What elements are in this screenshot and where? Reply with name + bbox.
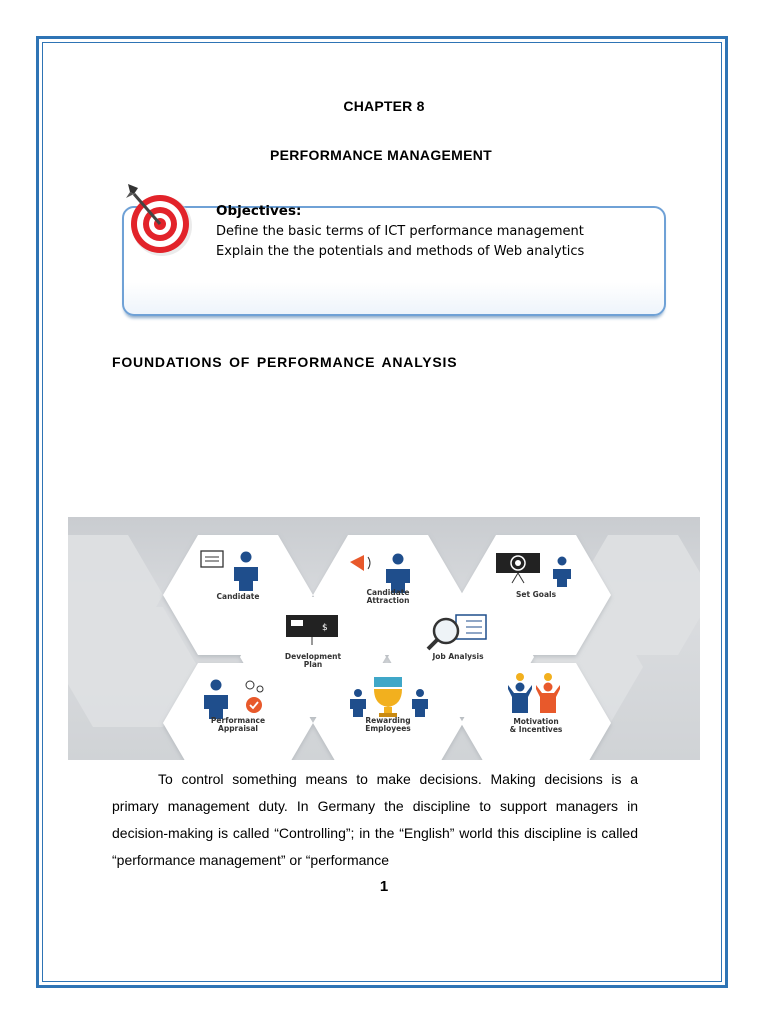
hr-process-infographic: Candidate Candidate Attraction Set Goals… — [68, 517, 700, 760]
label-job-analysis: Job Analysis — [431, 652, 484, 661]
presentation-board-icon: $ — [286, 615, 338, 645]
label-candidate: Candidate — [217, 592, 260, 601]
body-paragraph: To control something means to make decis… — [112, 771, 638, 868]
trophy-icon — [350, 677, 428, 717]
label-candidate-attraction-1: Candidate — [367, 588, 410, 597]
objectives-heading: Objectives: — [216, 203, 302, 219]
objective-item-2: Explain the the potentials and methods o… — [216, 244, 585, 259]
target-icon — [126, 184, 192, 256]
candidate-icon — [200, 550, 258, 591]
magnifier-icon — [426, 614, 487, 651]
goals-board-icon — [496, 553, 571, 587]
megaphone-icon — [350, 553, 410, 593]
label-performance-appraisal-1: Performance — [211, 716, 265, 725]
page-number: 1 — [379, 878, 389, 895]
svg-text:$: $ — [322, 623, 328, 633]
label-candidate-attraction-2: Attraction — [367, 596, 410, 605]
label-set-goals: Set Goals — [516, 590, 557, 599]
label-rewarding-employees-2: Employees — [365, 724, 411, 733]
objective-item-1: Define the basic terms of ICT performanc… — [216, 224, 584, 239]
label-performance-appraisal-2: Appraisal — [218, 724, 258, 733]
performance-appraisal-icon — [204, 679, 264, 719]
label-development-plan-1: Development — [285, 652, 342, 661]
label-motivation-2: & Incentives — [510, 725, 563, 734]
page-border-inner — [42, 42, 722, 982]
chapter-heading: CHAPTER 8 — [343, 98, 425, 114]
page-border-outer — [36, 36, 728, 988]
label-development-plan-2: Plan — [304, 660, 322, 669]
body-paragraph-container: To control something means to make decis… — [112, 766, 638, 874]
chapter-title: PERFORMANCE MANAGEMENT — [269, 147, 493, 163]
label-rewarding-employees-1: Rewarding — [365, 716, 410, 725]
hex-performance-appraisal — [163, 663, 313, 760]
motivation-icon — [508, 673, 560, 713]
label-motivation-1: Motivation — [513, 717, 558, 726]
section-heading: FOUNDATIONS OF PERFORMANCE ANALYSIS — [112, 354, 458, 370]
hex-motivation — [461, 663, 611, 760]
objectives-box — [122, 206, 666, 316]
